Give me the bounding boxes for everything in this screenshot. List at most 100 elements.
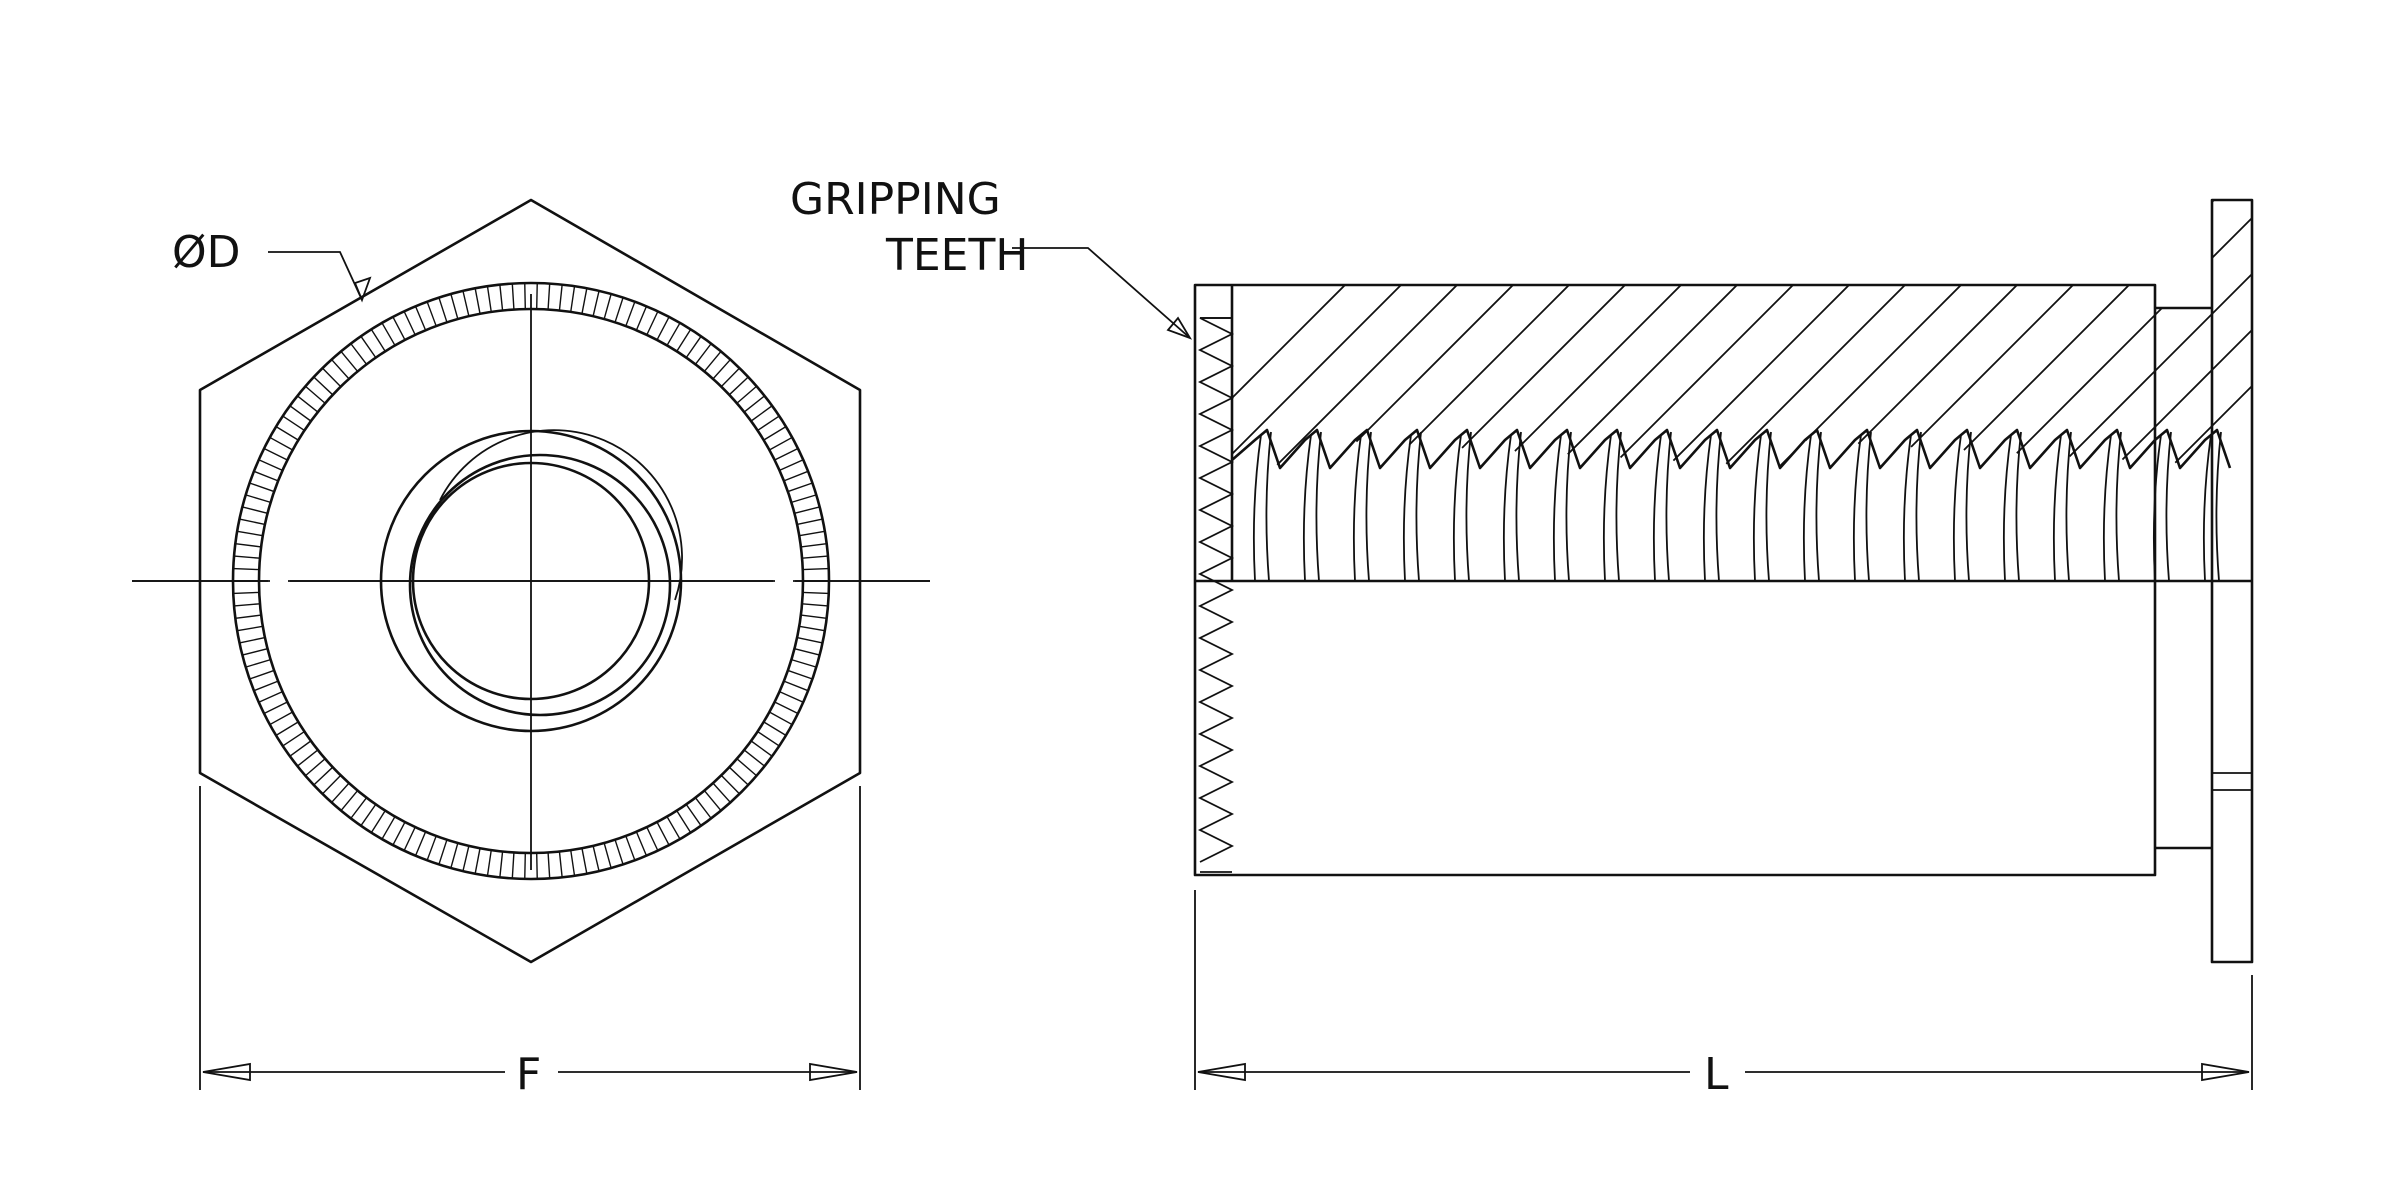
hex-outline — [198, 198, 862, 964]
knurl-tooth — [360, 335, 377, 359]
knurl-tooth — [750, 405, 773, 422]
knurl-tooth — [728, 376, 749, 396]
thread-flank — [1815, 431, 1822, 582]
knurl-tooth — [403, 826, 416, 851]
knurl-tooth — [313, 766, 334, 786]
knurl-tooth — [331, 359, 350, 380]
dimension-L: L — [1194, 890, 2253, 1100]
knurl-tooth — [237, 625, 263, 632]
knurl-tooth — [235, 542, 262, 548]
knurl-tooth — [736, 758, 758, 777]
hatch-line — [1541, 200, 1843, 468]
knurl-tooth — [799, 625, 825, 632]
knurl-tooth — [263, 447, 288, 461]
thread-flank — [2052, 434, 2062, 582]
knurl-tooth — [592, 845, 600, 872]
thread-start-arc — [439, 429, 683, 601]
knurl-tooth — [233, 591, 260, 595]
knurl-tooth — [676, 810, 692, 833]
knurl-tooth — [233, 567, 260, 571]
hatch-line — [2157, 200, 2252, 468]
knurl-tooth — [791, 494, 817, 504]
dimension-arrow-left — [202, 1062, 251, 1082]
knurl-tooth — [676, 329, 692, 352]
knurl-tooth — [239, 518, 266, 526]
knurl-tooth — [350, 343, 368, 365]
knurl-tooth — [791, 658, 817, 668]
knurl-tooth — [794, 647, 820, 656]
knurl-tooth — [794, 506, 820, 515]
knurl-tooth — [275, 721, 299, 736]
knurl-teeth — [233, 283, 829, 879]
knurl-tooth — [646, 311, 659, 336]
thread-flank — [1865, 431, 1872, 582]
knurl-tooth — [685, 803, 702, 827]
knurl-tooth — [392, 821, 406, 846]
thread-flank — [1915, 431, 1922, 582]
hatch-line — [1877, 200, 2179, 468]
knurl-tooth — [774, 701, 799, 715]
knurl-tooth — [614, 297, 624, 323]
knurl-tooth — [783, 470, 809, 482]
knurl-tooth — [275, 426, 299, 441]
hatch-line — [2045, 200, 2252, 468]
knurl-tooth — [245, 494, 271, 504]
knurl-tooth — [535, 283, 538, 310]
knurl-tooth — [524, 852, 527, 879]
knurl-tooth — [474, 288, 481, 314]
knurl-tooth — [313, 376, 334, 396]
knurl-tooth — [360, 803, 377, 827]
thread-flank — [1252, 434, 1262, 582]
knurl-tooth — [350, 797, 368, 819]
knurl-tooth — [340, 790, 359, 812]
knurl-tooth — [779, 459, 804, 472]
hatch-line — [1933, 200, 2235, 468]
teeth-zigzag — [1197, 317, 1235, 863]
hatch-line — [1821, 200, 2123, 468]
knurl-tooth — [774, 447, 799, 461]
knurl-tooth — [757, 730, 780, 747]
thread-flank — [2102, 434, 2112, 582]
knurl-tooth — [426, 835, 437, 861]
knurl-tooth — [800, 614, 827, 620]
diameter-label: ØD — [172, 227, 241, 278]
hatch-line — [2382, 180, 2400, 480]
knurl-tooth — [800, 542, 827, 548]
knurl-tooth — [322, 367, 342, 388]
knurl-tooth — [547, 283, 551, 310]
dimension-F: F — [199, 786, 861, 1100]
length-label: L — [1704, 1049, 1729, 1100]
knurl-tooth — [581, 848, 588, 874]
thread-flank — [1452, 434, 1462, 582]
knurl-tooth — [570, 849, 576, 876]
knurl-tooth — [511, 283, 515, 310]
thread-flank — [2002, 434, 2012, 582]
knurl-tooth — [331, 782, 350, 803]
diameter-callout: ØD — [172, 227, 372, 303]
knurl-tooth — [414, 306, 427, 331]
thread-flank — [1965, 431, 1972, 582]
hatch-line — [2326, 180, 2400, 480]
knurl-tooth — [581, 288, 588, 314]
knurl-tooth — [249, 669, 275, 680]
thread-flank — [1415, 431, 1422, 582]
knurl-tooth — [720, 367, 740, 388]
thread-flank — [1652, 434, 1662, 582]
thread-flank — [2202, 434, 2212, 582]
thread-flank — [2165, 431, 2172, 582]
thread-flank — [1502, 434, 1512, 582]
thread-flank — [1465, 431, 1472, 582]
thread-flank — [1752, 434, 1762, 582]
knurl-tooth — [237, 530, 263, 537]
knurl-tooth — [269, 711, 293, 726]
knurl-tooth — [249, 482, 275, 493]
hatch-line — [2213, 200, 2252, 468]
thread-flank — [2065, 431, 2072, 582]
knurl-tooth — [511, 852, 515, 879]
hatch-line — [1597, 200, 1899, 468]
knurl-tooth — [289, 740, 312, 757]
thread-flank — [1402, 434, 1412, 582]
knurl-tooth — [779, 690, 804, 703]
knurl-tooth — [603, 293, 612, 320]
knurl-tooth — [802, 591, 829, 595]
